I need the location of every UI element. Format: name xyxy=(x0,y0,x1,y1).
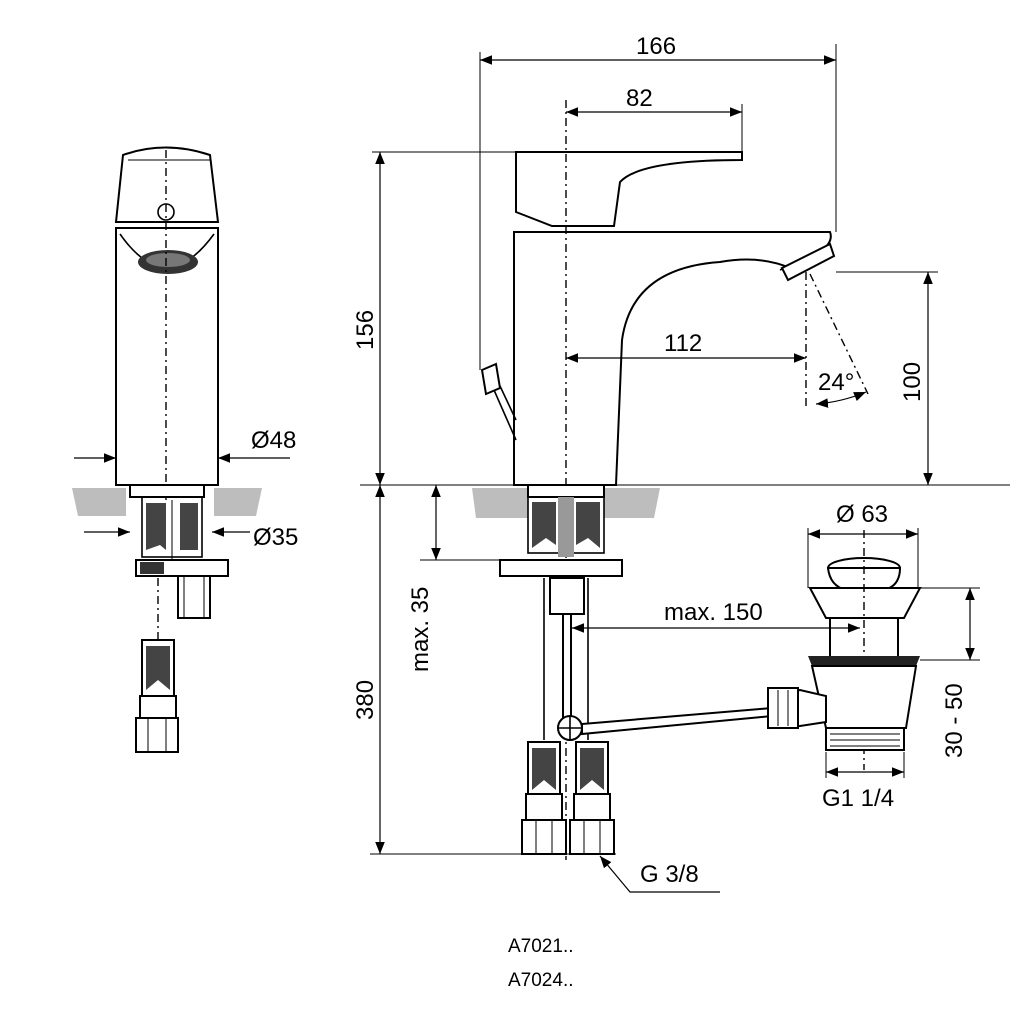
lever-reach-label: 82 xyxy=(626,85,653,112)
max-drain-label: max. 150 xyxy=(664,599,763,626)
spout-angle-label: 24° xyxy=(818,369,854,396)
body-diameter-label: Ø48 xyxy=(251,427,296,454)
spout-reach-label: 112 xyxy=(664,330,702,357)
hose-length-label: 380 xyxy=(352,680,379,720)
side-lever xyxy=(515,151,743,227)
side-counter xyxy=(472,488,660,518)
model-number-1: A7021.. xyxy=(508,936,574,957)
drain-adjust-label: 30 - 50 xyxy=(941,683,968,758)
front-handle xyxy=(114,146,220,223)
pop-up-drain xyxy=(767,530,922,770)
height-label: 156 xyxy=(352,310,379,350)
front-counter xyxy=(72,488,262,516)
clearance-label: 100 xyxy=(899,362,926,402)
model-number-2: A7024.. xyxy=(508,970,574,991)
mount-diameter-label: Ø35 xyxy=(253,524,298,551)
overall-length-label: 166 xyxy=(636,33,676,60)
drain-diameter-label: Ø 63 xyxy=(836,501,888,528)
front-view: Ø48 Ø35 xyxy=(72,146,298,753)
max-thickness-label: max. 35 xyxy=(407,587,434,672)
side-view: 166 82 156 112 24° 100 max. 35 380 max. … xyxy=(352,33,1010,893)
hose-thread-label: G 3/8 xyxy=(640,861,699,888)
front-body xyxy=(115,227,219,486)
drain-thread-label: G1 1/4 xyxy=(822,785,894,812)
